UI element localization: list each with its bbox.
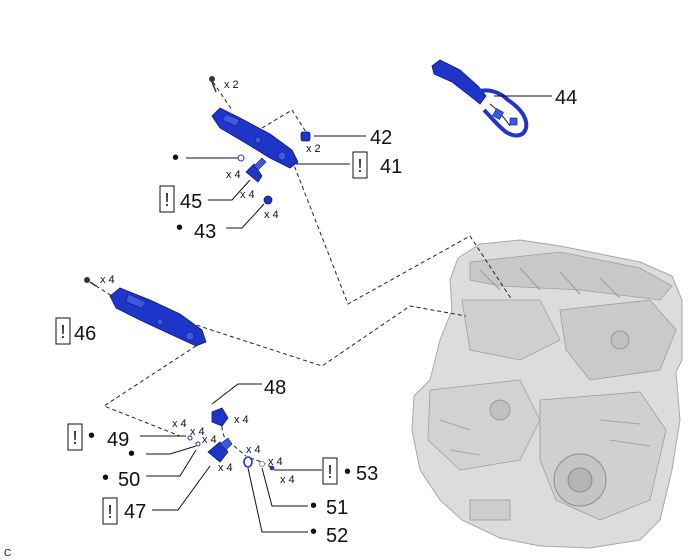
qty-part-43: x 4 (264, 209, 279, 221)
o-ring-upper (237, 154, 245, 162)
bullet-53: • (344, 461, 351, 483)
qty-part-53: x 4 (268, 456, 283, 468)
qty-part-49: x 4 (172, 418, 187, 430)
qty-upper-o-ring: x 4 (226, 169, 241, 181)
qty-part-48: x 4 (234, 414, 249, 426)
diagram-code: C (4, 548, 11, 559)
label-part-45: 45 (180, 191, 202, 213)
part-48-clamp (211, 407, 229, 427)
qty-part-51: x 4 (280, 474, 295, 486)
caution-marker-47: ! (102, 497, 118, 525)
caution-marker-41: ! (352, 151, 368, 179)
label-part-43: 43 (194, 221, 216, 243)
caution-marker-45: ! (159, 185, 175, 213)
svg-text:!: ! (357, 156, 362, 176)
part-44-wire-harness (431, 59, 529, 138)
label-part-44: 44 (555, 87, 577, 109)
label-part-48: 48 (264, 377, 286, 399)
engine-block-illustration (411, 239, 683, 549)
label-part-42: 42 (370, 127, 392, 149)
part-42-cap (300, 131, 311, 142)
part-49-seal (187, 435, 193, 441)
part-47-injector-lower (207, 437, 233, 463)
caution-marker-49: ! (67, 423, 83, 451)
label-part-51: 51 (326, 497, 348, 519)
label-part-46: 46 (74, 323, 96, 345)
bullet-upper-o-ring: • (172, 147, 179, 169)
svg-text:!: ! (72, 428, 77, 448)
part-53-ring (269, 465, 275, 471)
label-part-41: 41 (380, 156, 402, 178)
caution-marker-53: ! (322, 457, 338, 485)
bullet-49: • (88, 425, 95, 447)
part-50-seal (195, 441, 201, 447)
qty-bolt-upper: x 2 (224, 79, 239, 91)
qty-lower-o-ring: x 4 (190, 426, 205, 438)
bullet-lower-o-ring: • (128, 443, 135, 465)
qty-bolt-lower: x 4 (100, 274, 115, 286)
qty-part-52: x 4 (246, 444, 261, 456)
part-51-ring (259, 461, 265, 467)
qty-part-50: x 4 (202, 434, 217, 446)
qty-part-45: x 4 (240, 189, 255, 201)
bolt-lower (84, 277, 97, 287)
part-46-fuel-rail-lower (109, 287, 207, 347)
svg-text:!: ! (60, 322, 65, 342)
svg-text:!: ! (107, 502, 112, 522)
label-part-52: 52 (326, 525, 348, 547)
assembly-guide-lines (89, 81, 513, 469)
label-part-53: 53 (356, 463, 378, 485)
part-43-seal (263, 195, 273, 205)
bolt-upper (209, 76, 217, 93)
bullet-51: • (310, 495, 317, 517)
leader-lines (140, 95, 552, 533)
part-45-injector-upper (245, 157, 267, 183)
caution-marker-46: ! (55, 317, 71, 345)
bullet-50: • (102, 467, 109, 489)
qty-part-47: x 4 (218, 462, 233, 474)
svg-text:!: ! (327, 462, 332, 482)
qty-part-42: x 2 (306, 143, 321, 155)
svg-text:!: ! (164, 190, 169, 210)
part-52-o-ring (243, 456, 253, 468)
label-part-47: 47 (124, 501, 146, 523)
part-41-fuel-rail-upper (211, 107, 299, 169)
bullet-52: • (310, 521, 317, 543)
label-part-50: 50 (118, 469, 140, 491)
bullet-43: • (176, 217, 183, 239)
label-part-49: 49 (107, 429, 129, 451)
